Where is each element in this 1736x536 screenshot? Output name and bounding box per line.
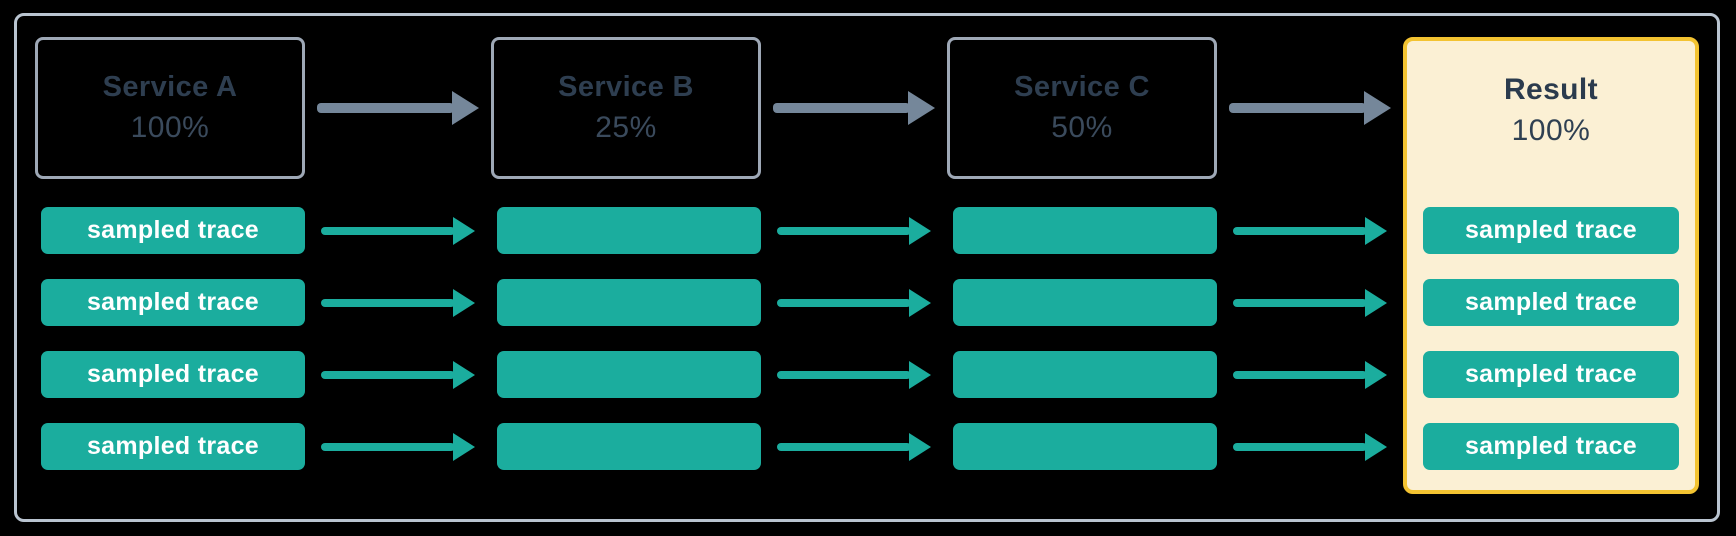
result-box: Result 100% sampled trace sampled trace … [1403,37,1699,494]
arrows-c-to-result [1217,37,1403,470]
arrow-head [909,288,931,317]
sampled-trace-box: sampled trace [1423,279,1679,326]
sampled-trace-box: sampled trace [41,423,305,470]
arrows-b-to-c [761,37,947,470]
arrow-head [909,216,931,245]
unlabeled-trace-box [953,207,1217,254]
arrow-line [317,103,454,113]
service-b-rate: 25% [595,111,657,144]
unlabeled-trace-box [497,351,761,398]
sampled-trace-label: sampled trace [86,360,260,388]
service-a-rate: 100% [130,111,210,144]
service-b-column: Service B 25% [491,37,761,470]
arrow-right-icon [317,91,479,125]
sampled-trace-label: sampled trace [86,432,260,460]
arrow-line [321,226,455,235]
arrow-line [1233,226,1367,235]
sampled-trace-box: sampled trace [41,351,305,398]
result-name: Result [1503,72,1599,106]
arrow-right-icon [1233,360,1387,389]
arrow-head [1365,360,1387,389]
result-rate: 100% [1511,113,1591,147]
sampled-trace-box: sampled trace [41,279,305,326]
arrow-line [777,226,911,235]
arrow-line [1229,103,1366,113]
sampled-trace-label: sampled trace [1464,360,1638,388]
arrow-head [1365,216,1387,245]
service-a-name: Service A [102,71,238,103]
arrow-right-icon [1229,91,1391,125]
sampled-trace-label: sampled trace [86,216,260,244]
service-c-rate: 50% [1051,111,1113,144]
arrow-right-icon [777,216,931,245]
arrow-right-icon [1233,216,1387,245]
unlabeled-trace-box [953,351,1217,398]
arrow-right-icon [777,360,931,389]
arrow-line [777,442,911,451]
service-c-box: Service C 50% [947,37,1217,179]
arrow-head [909,360,931,389]
service-a-box: Service A 100% [35,37,305,179]
sampled-trace-label: sampled trace [1464,432,1638,460]
sampled-trace-label: sampled trace [86,288,260,316]
arrow-line [321,442,455,451]
arrow-right-icon [773,91,935,125]
arrow-head [908,91,935,125]
arrow-line [321,370,455,379]
arrow-head [453,360,475,389]
unlabeled-trace-box [497,207,761,254]
unlabeled-trace-box [953,279,1217,326]
arrow-right-icon [1233,288,1387,317]
arrow-head [452,91,479,125]
service-c-column: Service C 50% [947,37,1217,470]
arrow-right-icon [321,432,475,461]
arrow-head [453,432,475,461]
arrow-head [1365,288,1387,317]
sampling-flow-panel: Service A 100% sampled trace sampled tra… [14,13,1720,522]
sampled-trace-box: sampled trace [1423,207,1679,254]
arrow-line [1233,370,1367,379]
arrow-head [1364,91,1391,125]
unlabeled-trace-box [497,279,761,326]
arrow-line [1233,442,1367,451]
arrow-line [777,370,911,379]
arrow-head [453,216,475,245]
arrows-a-to-b [305,37,491,470]
unlabeled-trace-box [953,423,1217,470]
sampled-trace-box: sampled trace [41,207,305,254]
service-c-name: Service C [1014,71,1150,103]
arrow-right-icon [321,216,475,245]
arrow-head [453,288,475,317]
arrow-head [909,432,931,461]
sampled-trace-box: sampled trace [1423,351,1679,398]
sampled-trace-label: sampled trace [1464,216,1638,244]
service-b-box: Service B 25% [491,37,761,179]
arrow-head [1365,432,1387,461]
arrow-right-icon [321,360,475,389]
sampled-trace-label: sampled trace [1464,288,1638,316]
arrow-right-icon [777,432,931,461]
sampled-trace-box: sampled trace [1423,423,1679,470]
arrow-line [321,298,455,307]
arrow-right-icon [1233,432,1387,461]
result-header: Result 100% [1423,41,1679,179]
arrow-line [777,298,911,307]
arrow-right-icon [777,288,931,317]
arrow-line [1233,298,1367,307]
service-a-column: Service A 100% sampled trace sampled tra… [35,37,305,470]
arrow-right-icon [321,288,475,317]
unlabeled-trace-box [497,423,761,470]
service-b-name: Service B [558,71,694,103]
arrow-line [773,103,910,113]
